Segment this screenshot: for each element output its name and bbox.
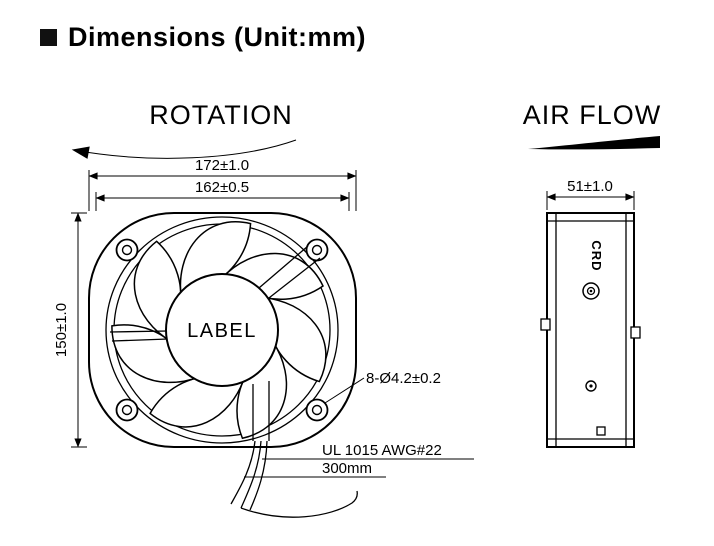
side-detail-slot	[596, 426, 606, 436]
mounting-hole-bore	[121, 244, 133, 256]
wire-note-line2: 300mm	[322, 460, 372, 477]
fan-side-view: CRD	[540, 212, 641, 448]
venturi-outer-ring	[105, 216, 339, 444]
strut-line	[109, 330, 169, 333]
crd-marking: CRD	[589, 240, 604, 271]
hub-label: LABEL	[187, 320, 257, 342]
side-clip-left	[540, 318, 551, 331]
mounting-hole-bore	[311, 244, 323, 256]
dim-outer-width: 172±1.0	[88, 157, 357, 211]
dim-depth: 51±1.0	[546, 178, 635, 210]
fan-frame-outline	[88, 212, 357, 448]
dim-inner-width: 162±0.5	[95, 179, 350, 211]
side-clip-right	[630, 326, 641, 339]
mounting-hole-bore	[311, 404, 323, 416]
fan-front-view: LABEL	[88, 202, 358, 518]
wire	[230, 440, 256, 505]
rotation-label: ROTATION	[149, 100, 293, 130]
page-title: Dimensions (Unit:mm)	[40, 22, 366, 53]
wire	[240, 440, 262, 509]
wire-note-line1: UL 1015 AWG#22	[322, 442, 442, 459]
holes-callout-text: 8-Ø4.2±0.2	[366, 370, 441, 387]
dim-inner-width-text: 162±0.5	[195, 179, 249, 196]
wire-note: UL 1015 AWG#22 300mm	[244, 442, 474, 478]
dim-depth-text: 51±1.0	[567, 178, 613, 195]
page-title-text: Dimensions (Unit:mm)	[68, 22, 367, 52]
side-hole-center	[589, 384, 593, 388]
mounting-hole-bore	[121, 404, 133, 416]
wire	[249, 440, 268, 511]
holes-callout: 8-Ø4.2±0.2	[324, 370, 441, 404]
airflow-arrow	[528, 136, 660, 150]
wire-loop	[240, 490, 358, 518]
dim-outer-width-text: 172±1.0	[195, 157, 249, 174]
airflow-label: AIR FLOW	[523, 100, 662, 130]
strut-line	[111, 338, 169, 342]
dim-height-text: 150±1.0	[53, 303, 70, 357]
side-screw-center	[589, 289, 593, 293]
dim-height: 150±1.0	[53, 212, 87, 448]
rotation-arrow	[71, 139, 297, 159]
fan-hub	[165, 273, 279, 387]
title-square-icon	[40, 29, 57, 46]
leader-line	[324, 377, 365, 404]
